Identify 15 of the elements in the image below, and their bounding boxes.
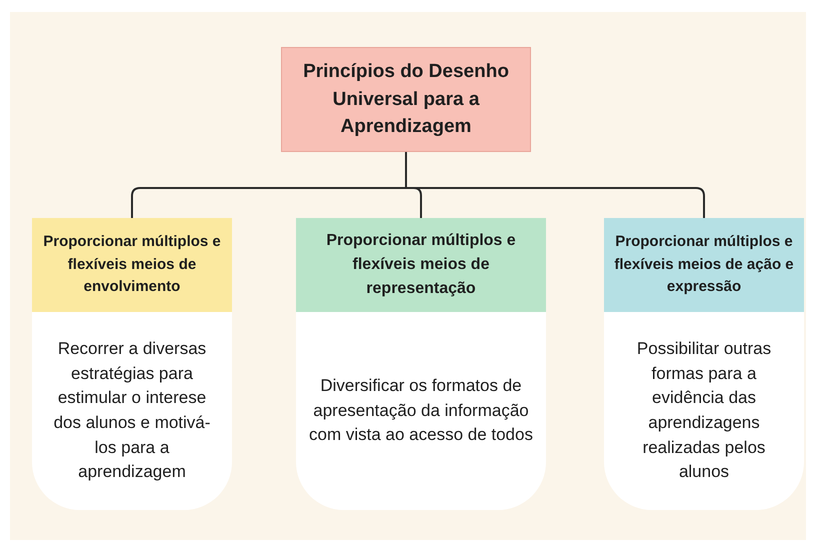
heading-text: Proporcionar múltiplos e flexíveis meios de representação	[325, 231, 517, 299]
description-text: Diversificar os formatos de apresentação da informação com vista ao acesso de todos	[308, 375, 534, 446]
description-text: Recorrer a diversas estratégias para estimular o interese dos alunos e motivá-los para a aprendizagem	[52, 338, 212, 484]
description-card	[32, 312, 232, 510]
heading-text: Princípios do Desenho Universal para a Aprendizagem	[302, 60, 510, 140]
description-card	[604, 312, 804, 510]
heading-text: Proporcionar múltiplos e flexíveis meios de ação e expressão	[613, 232, 795, 298]
description-text: Possibilitar outras formas para a evidência das aprendizagens realizadas pelos alunos	[636, 338, 772, 484]
category-header	[32, 218, 232, 312]
heading-text: Proporcionar múltiplos e flexíveis meios de envolvimento	[42, 232, 222, 298]
description-card	[296, 312, 546, 510]
title-box	[281, 47, 531, 152]
category-header	[604, 218, 804, 312]
connector-line	[405, 152, 705, 218]
category-header	[296, 218, 546, 312]
